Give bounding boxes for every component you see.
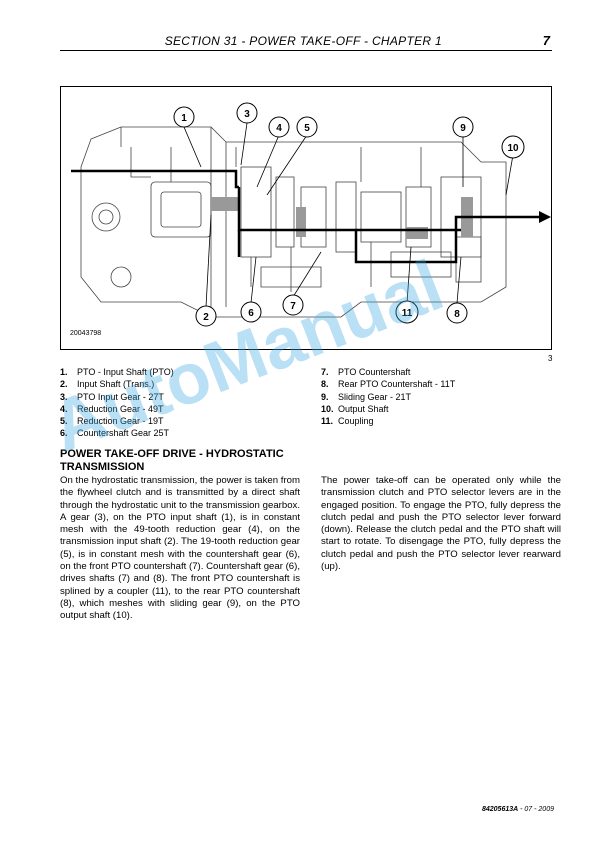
page-footer: 84205613A - 07 - 2009	[482, 806, 554, 813]
callout-10: 10	[501, 135, 525, 159]
svg-text:5: 5	[304, 123, 310, 134]
svg-text:11: 11	[402, 308, 413, 319]
pto-drive-diagram: 1 2 3 4 5 6 7 8 9 10 11	[60, 86, 552, 350]
legend-item: 3.PTO Input Gear - 27T	[60, 391, 164, 402]
legend-item: 8.Rear PTO Countershaft - 11T	[321, 379, 456, 390]
document-date: - 07 - 2009	[518, 806, 554, 813]
callout-11: 11	[395, 300, 419, 324]
callout-7: 7	[282, 294, 304, 316]
body-paragraph-right: The power take-off can be operated only …	[321, 475, 561, 573]
callout-2: 2	[195, 305, 217, 327]
svg-text:3: 3	[244, 109, 250, 120]
document-code: 84205613A	[481, 806, 519, 813]
svg-text:2: 2	[203, 312, 209, 323]
transmission-drawing: 1 2 3 4 5 6 7 8 9 10 11	[71, 102, 551, 327]
legend-item: 2.Input Shaft (Trans.)	[60, 379, 155, 390]
svg-text:8: 8	[454, 309, 460, 320]
figure-number: 3	[548, 354, 553, 363]
svg-text:1: 1	[181, 113, 187, 124]
legend-item: 6.Countershaft Gear 25T	[60, 428, 170, 439]
callout-4: 4	[268, 116, 290, 138]
section-heading: POWER TAKE-OFF DRIVE - HYDROSTATIC TRANS…	[60, 448, 284, 473]
legend-left: 1.PTO - Input Shaft (PTO) 2.Input Shaft …	[60, 366, 174, 440]
legend-item: 10.Output Shaft	[321, 403, 389, 414]
callout-9: 9	[452, 116, 474, 138]
legend-item: 11.Coupling	[321, 416, 374, 427]
legend-item: 5.Reduction Gear - 19T	[60, 416, 164, 427]
figure-id: 20043798	[70, 330, 102, 337]
svg-text:6: 6	[248, 308, 254, 319]
callout-8: 8	[446, 302, 468, 324]
callout-1: 1	[173, 106, 195, 128]
page-number: 7	[542, 33, 550, 48]
callout-3: 3	[236, 102, 258, 124]
svg-text:9: 9	[460, 123, 466, 134]
legend-item: 7.PTO Countershaft	[321, 367, 411, 377]
section-title: SECTION 31 - POWER TAKE-OFF - CHAPTER 1	[164, 34, 442, 48]
svg-text:10: 10	[507, 143, 519, 154]
legend-item: 4.Reduction Gear - 49T	[60, 403, 164, 414]
callout-6: 6	[240, 301, 262, 323]
svg-text:4: 4	[276, 123, 282, 134]
svg-text:7: 7	[290, 301, 296, 312]
legend-item: 1.PTO - Input Shaft (PTO)	[60, 367, 174, 377]
page-header: SECTION 31 - POWER TAKE-OFF - CHAPTER 1 …	[60, 28, 552, 51]
legend-right: 7.PTO Countershaft 8.Rear PTO Countersha…	[321, 366, 455, 427]
body-paragraph-left: On the hydrostatic transmission, the pow…	[60, 475, 300, 622]
legend-item: 9.Sliding Gear - 21T	[321, 391, 412, 402]
callout-5: 5	[296, 116, 318, 138]
